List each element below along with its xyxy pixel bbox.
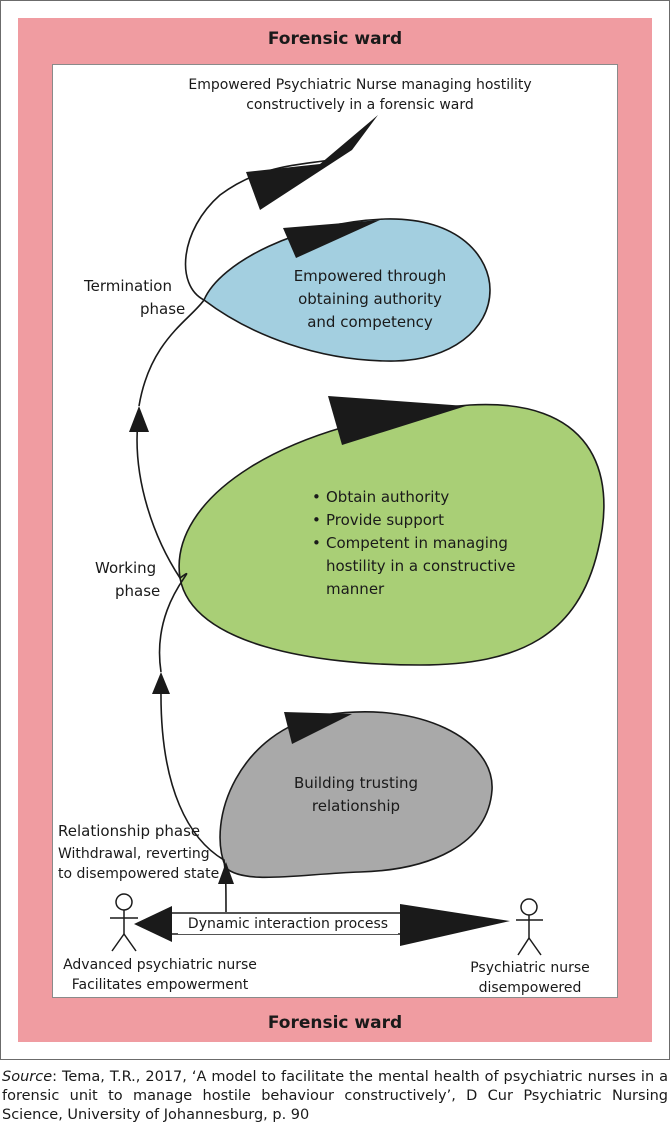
blue-bubble-text: Empowered through obtaining authority an… [260,265,480,334]
goal-line-2: constructively in a forensic ward [246,97,474,113]
blue-bubble-line-3: and competency [307,313,433,331]
goal-arrowhead [246,115,378,210]
relationship-note: Withdrawal, reverting to disempowered st… [58,844,219,884]
advanced-nurse-label: Advanced psychiatric nurse Facilitates e… [55,955,265,995]
blue-bubble-arrowhead [283,220,380,258]
grey-bubble-line-1: Building trusting [293,774,419,792]
green-item-competent: Competent in managing hostility in a con… [312,532,572,601]
working-line-1: Working [95,559,157,577]
relationship-up-arrowhead [152,672,170,694]
working-to-termination-line [136,419,188,673]
blue-bubble-line-1: Empowered through [293,267,447,285]
relationship-to-working-line [160,689,227,913]
ward-label-top: Forensic ward [267,29,403,49]
green-item-provide-support: Provide support [312,509,572,532]
ward-label-bottom: Forensic ward [267,1013,403,1033]
disempowered-nurse-label: Psychiatric nurse disempowered [450,958,610,998]
source-caption: Source: Tema, T.R., 2017, ‘A model to fa… [2,1068,668,1125]
advanced-nurse-line-2: Facilitates empowerment [71,977,249,993]
termination-line-1: Termination [84,277,172,295]
relationship-title: Relationship phase [58,822,201,840]
blue-bubble-line-2: obtaining authority [298,290,442,308]
advanced-nurse-figure-icon [110,893,138,952]
grey-bubble-text: Building trusting relationship [266,772,446,818]
interaction-left-arrowhead [134,906,172,942]
grey-bubble-arrowhead [284,712,352,744]
relationship-phase-label: Relationship phase [58,820,200,843]
green-bubble-arrowhead [328,396,466,445]
grey-bubble [219,711,493,879]
source-label: Source [2,1069,53,1085]
disempowered-nurse-line-1: Psychiatric nurse [470,960,590,976]
termination-line-2: phase [140,300,186,318]
goal-label: Empowered Psychiatric Nurse managing hos… [150,75,570,115]
disempowered-nurse-figure-icon [516,898,543,956]
relationship-note-line-2: to disempowered state [58,866,220,882]
working-line-2: phase [115,582,161,600]
working-up-arrowhead [129,406,149,432]
relationship-small-arrowhead [218,862,234,884]
advanced-nurse-line-1: Advanced psychiatric nurse [63,957,257,973]
green-item-obtain-authority: Obtain authority [312,486,572,509]
termination-phase-label: Termination phase [84,275,185,321]
disempowered-nurse-line-2: disempowered [478,980,582,996]
source-text: : Tema, T.R., 2017, ‘A model to facilita… [2,1069,668,1123]
relationship-note-line-1: Withdrawal, reverting [58,846,210,862]
green-bubble-text: Obtain authority Provide support Compete… [312,486,572,601]
grey-bubble-line-2: relationship [311,797,401,815]
green-item-competent-line-3: manner [326,580,385,598]
interaction-label: Dynamic interaction process [178,914,398,934]
interaction-right-arrowhead [400,904,510,946]
green-item-competent-line-2: hostility in a constructive [326,557,516,575]
working-phase-label: Working phase [95,557,160,603]
green-item-competent-line-1: Competent in managing [326,534,508,552]
goal-line-1: Empowered Psychiatric Nurse managing hos… [188,77,532,93]
